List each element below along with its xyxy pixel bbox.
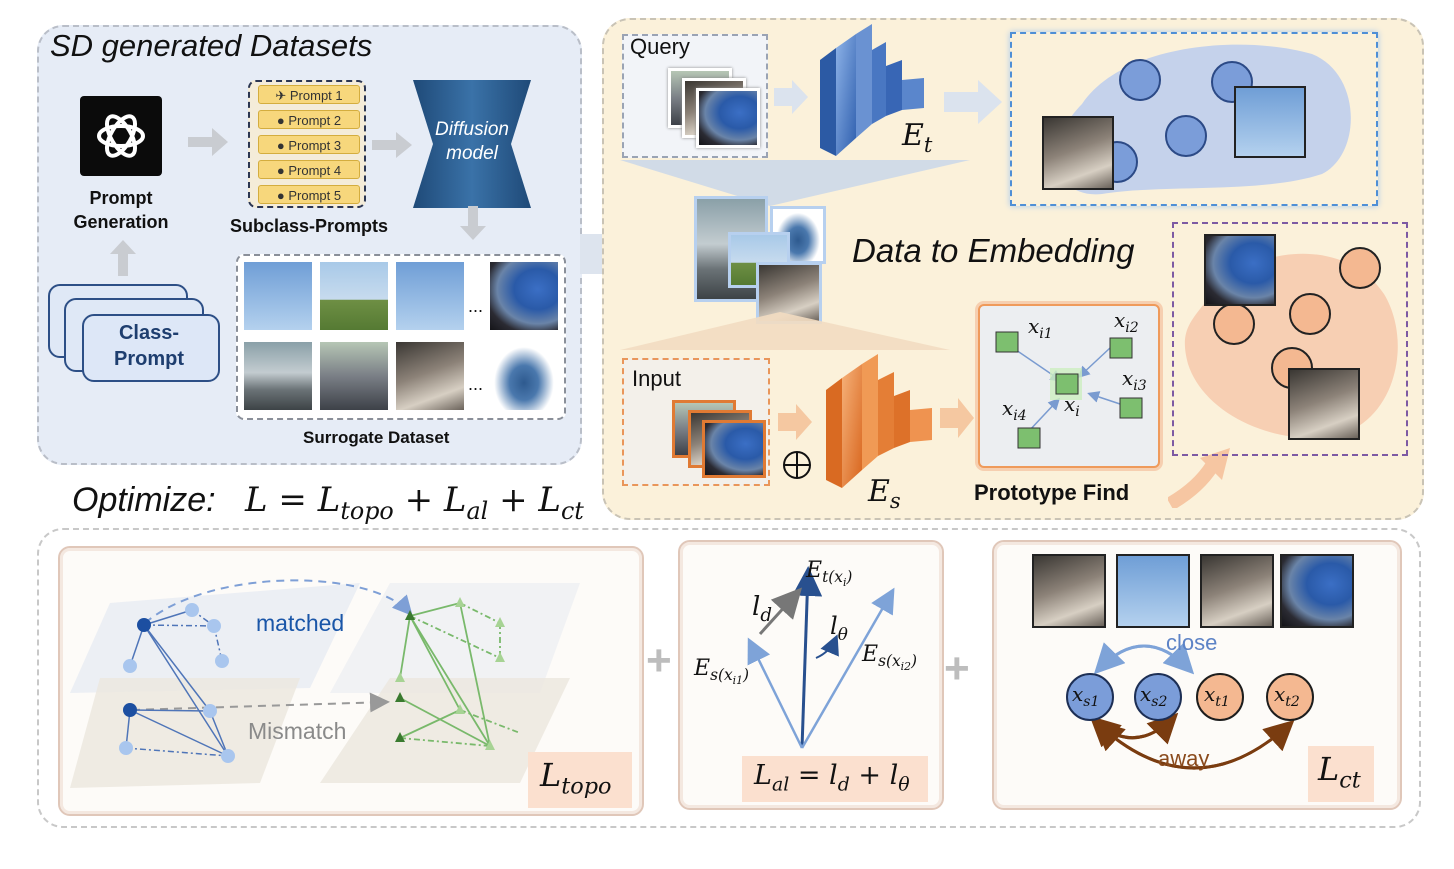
plus-sign-2: + bbox=[944, 644, 970, 693]
xi4-label: xi4 bbox=[1002, 396, 1027, 424]
prompt-item-5: ● Prompt 5 bbox=[258, 185, 360, 204]
xi3-label: xi3 bbox=[1122, 366, 1147, 394]
thumb-car-3 bbox=[490, 342, 558, 410]
alignment-vectors bbox=[747, 566, 895, 749]
thumb-plane-3 bbox=[396, 262, 464, 330]
class-prompt-stack: Class- Prompt bbox=[48, 284, 228, 384]
class-prompt-label: Class- Prompt bbox=[114, 322, 184, 370]
xt1-label: xt1 bbox=[1204, 682, 1230, 710]
optimize-formula: Optimize: L = Ltopo + Lal + Lct bbox=[72, 480, 584, 525]
ct-image-4 bbox=[1280, 554, 1354, 628]
source-space-interior-image bbox=[1288, 368, 1360, 440]
right-arrow-icon bbox=[188, 128, 228, 156]
xs1-label: xs1 bbox=[1072, 682, 1100, 710]
et-label: Et(xi) bbox=[806, 558, 853, 590]
surrogate-dataset-label: Surrogate Dataset bbox=[303, 428, 450, 447]
ct-image-1 bbox=[1032, 554, 1106, 628]
encoder-t-shape bbox=[820, 24, 924, 156]
sd-panel-title: SD generated Datasets bbox=[50, 28, 373, 63]
ellipsis-row-2: ... bbox=[468, 374, 484, 394]
curved-arrow-icon bbox=[1168, 448, 1230, 508]
topo-loss-label: Ltopo bbox=[540, 756, 612, 800]
source-embedding-space bbox=[1172, 222, 1408, 456]
xs2-label: xs2 bbox=[1140, 682, 1168, 710]
down-arrow-icon bbox=[460, 206, 486, 240]
contrastive-loss-badge bbox=[1308, 746, 1374, 802]
input-label: Input bbox=[632, 366, 681, 391]
prompt-item-3: ● Prompt 3 bbox=[258, 135, 360, 154]
matched-label: matched bbox=[256, 610, 345, 636]
thumb-car-1 bbox=[244, 342, 312, 410]
animal-emoji-icon: ● bbox=[276, 188, 285, 203]
es2-label: Es(xi2) bbox=[862, 642, 917, 674]
subclass-prompts-label: Subclass-Prompts bbox=[230, 216, 389, 236]
plane-emoji-icon: ✈︎ bbox=[275, 88, 287, 103]
thumb-car-2 bbox=[320, 342, 388, 410]
prototype-find-graph bbox=[995, 331, 1143, 449]
encoder-s-shape bbox=[826, 354, 932, 488]
ct-image-3 bbox=[1200, 554, 1274, 628]
topology-graph bbox=[70, 579, 580, 788]
thumb-plane-1 bbox=[244, 262, 312, 330]
cat-emoji-icon: ● bbox=[276, 163, 285, 178]
xt2-label: xt2 bbox=[1274, 682, 1300, 710]
circle-plus-icon bbox=[783, 451, 811, 479]
thumb-window-1 bbox=[490, 262, 558, 330]
right-arrow-icon bbox=[778, 404, 812, 440]
person-emoji-icon: ● bbox=[276, 138, 285, 153]
prompt-item-1: ✈︎ Prompt 1 bbox=[258, 85, 360, 104]
prompt-generation-label: Prompt Generation bbox=[73, 188, 169, 232]
right-arrow-icon bbox=[944, 80, 1002, 124]
target-space-interior-image bbox=[1042, 116, 1114, 190]
projection-wedge-top bbox=[620, 160, 970, 206]
topo-loss-badge bbox=[528, 752, 632, 808]
xi-label: xi bbox=[1064, 392, 1080, 420]
subclass-prompts-list: ✈︎ Prompt 1 ● Prompt 2 ● Prompt 3 ● Prom… bbox=[248, 80, 366, 208]
diffusion-model-shape bbox=[413, 80, 531, 208]
query-label: Query bbox=[630, 34, 690, 59]
ellipsis-row-1: ... bbox=[468, 296, 484, 316]
right-arrow-icon bbox=[774, 80, 808, 114]
thumb-plane-2 bbox=[320, 262, 388, 330]
close-label: close bbox=[1166, 630, 1218, 655]
thumb-interior-1 bbox=[396, 342, 464, 410]
dog-emoji-icon: ● bbox=[276, 113, 285, 128]
openai-logo-icon bbox=[80, 96, 162, 176]
plus-sign-1: + bbox=[646, 636, 672, 685]
es1-label: Es(xi1) bbox=[694, 656, 749, 688]
ct-image-2 bbox=[1116, 554, 1190, 628]
contrastive-nodes bbox=[1066, 642, 1314, 770]
right-arrow-icon bbox=[940, 398, 974, 438]
right-arrow-icon bbox=[372, 132, 412, 158]
diffusion-model-label: Diffusion model bbox=[435, 119, 509, 164]
alignment-loss-badge bbox=[742, 756, 928, 802]
xi2-label: xi2 bbox=[1114, 308, 1139, 336]
mismatch-label: Mismatch bbox=[248, 718, 347, 744]
alignment-loss-label: Lal = ld + lθ bbox=[754, 760, 910, 796]
ld-label: ld bbox=[752, 592, 772, 627]
target-space-plane-image bbox=[1234, 86, 1306, 158]
data-to-embedding-label: Data to Embedding bbox=[852, 232, 1135, 269]
projection-wedge-bottom bbox=[620, 312, 950, 350]
away-label: away bbox=[1158, 746, 1210, 771]
prototype-find-label: Prototype Find bbox=[974, 480, 1130, 505]
query-stack-front bbox=[696, 88, 760, 148]
up-arrow-icon bbox=[110, 240, 136, 276]
xi1-label: xi1 bbox=[1028, 314, 1053, 342]
prompt-item-4: ● Prompt 4 bbox=[258, 160, 360, 179]
source-space-window-image bbox=[1204, 234, 1276, 306]
encoder-s-label: Es bbox=[868, 474, 901, 513]
encoder-t-label: Et bbox=[902, 118, 933, 157]
input-stack-front bbox=[702, 420, 766, 478]
ltheta-label: lθ bbox=[830, 612, 848, 644]
contrastive-loss-label: Lct bbox=[1318, 750, 1361, 794]
prompt-item-2: ● Prompt 2 bbox=[258, 110, 360, 129]
